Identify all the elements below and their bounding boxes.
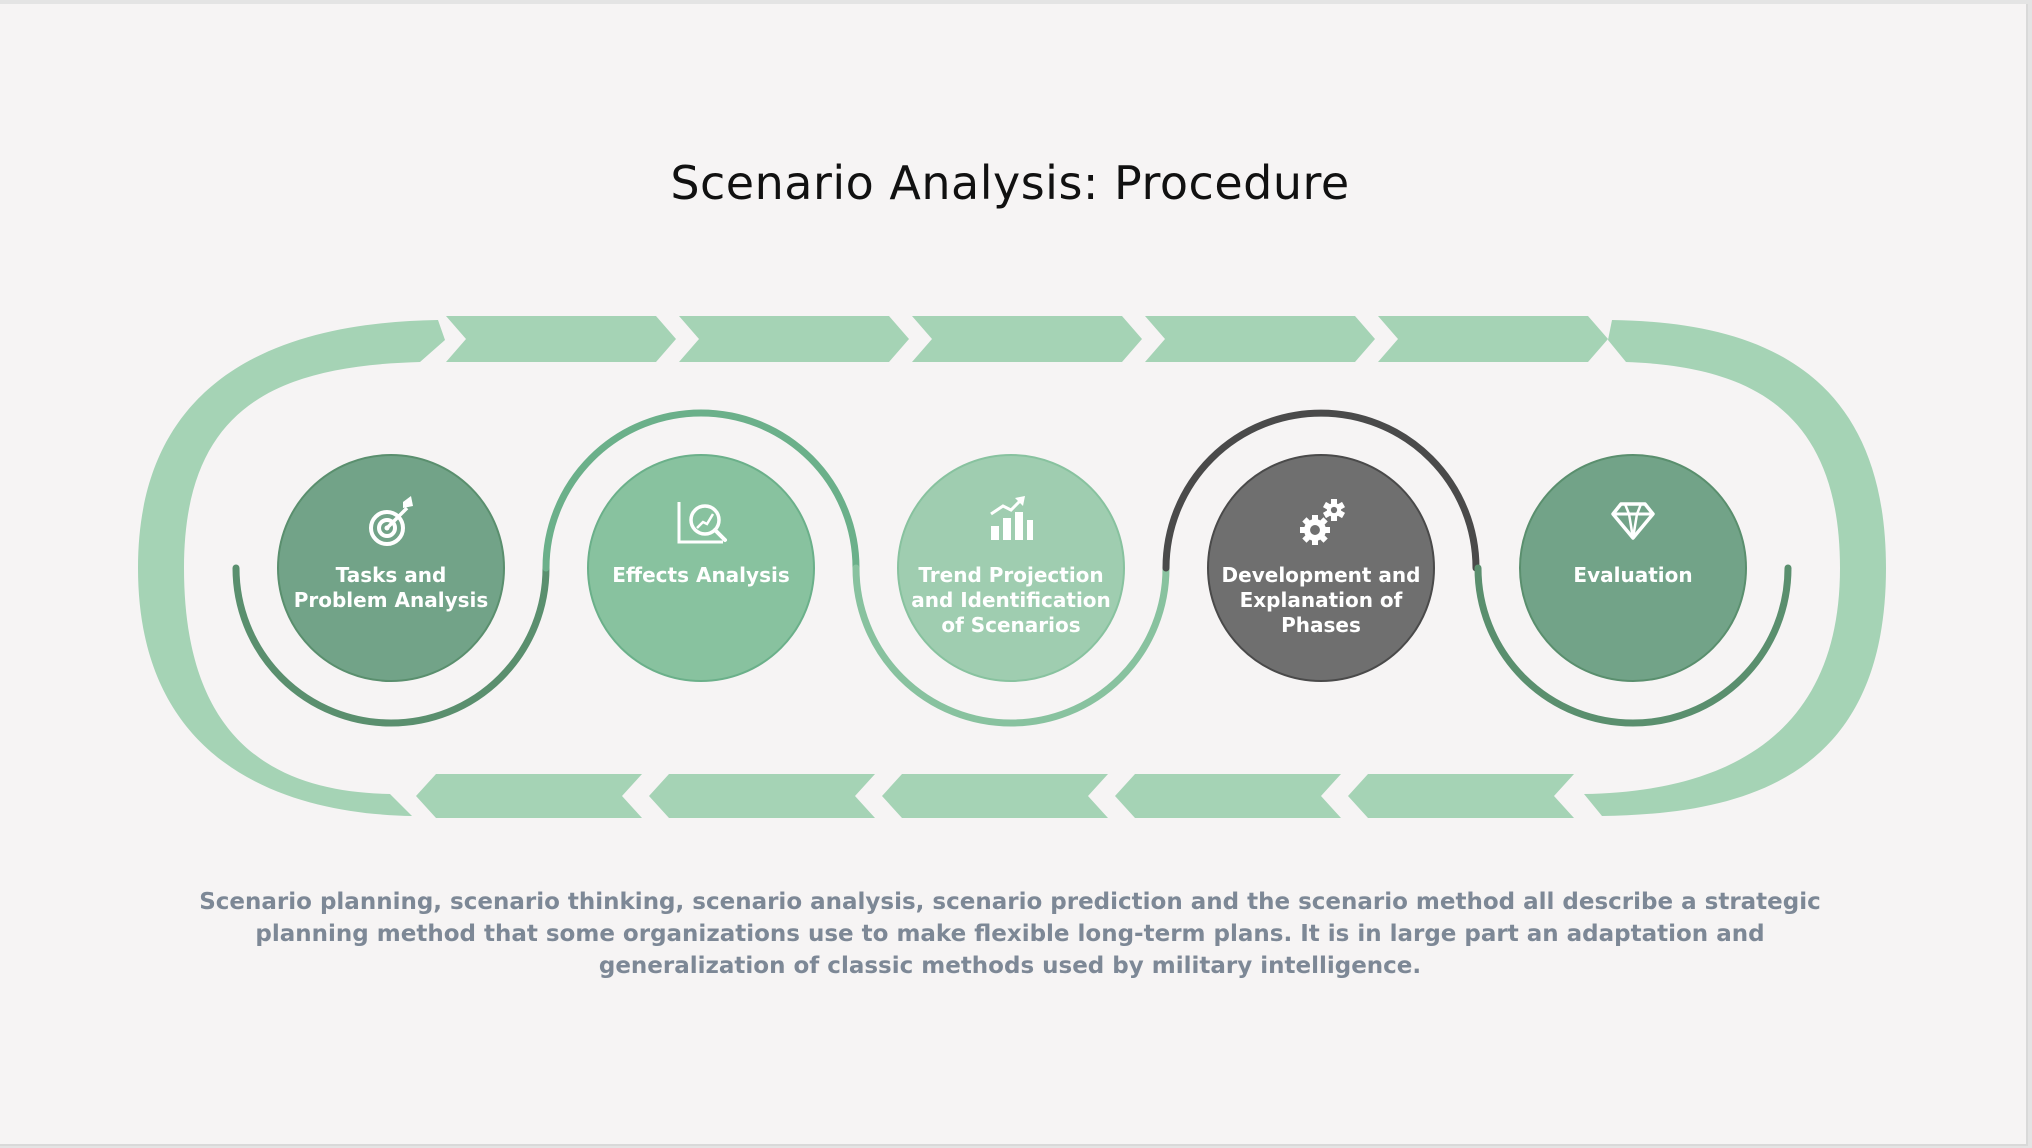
step-3-label-line: of Scenarios — [941, 613, 1080, 637]
step-4-arc — [1162, 409, 1480, 572]
step-2-label-line: Effects Analysis — [612, 563, 789, 587]
step-1-label-line: Tasks and — [336, 563, 447, 587]
step-4-circle — [1207, 454, 1435, 682]
slide-title: Scenario Analysis: Procedure — [670, 156, 1350, 210]
step-5-arc — [1474, 564, 1792, 727]
target-icon — [369, 496, 413, 546]
diamond-icon — [1611, 502, 1655, 540]
top-chevron — [1145, 316, 1375, 362]
step-1-label-line: Problem Analysis — [294, 588, 489, 612]
top-chevron — [912, 316, 1142, 362]
step-3-label-line: and Identification — [911, 588, 1111, 612]
step-2-circle — [587, 454, 815, 682]
step-3-label-line: Trend Projection — [918, 563, 1103, 587]
step-5-circle — [1519, 454, 1747, 682]
step-4-label-line: Explanation of — [1240, 588, 1403, 612]
step-arcs — [232, 409, 1792, 727]
step-5-node: Evaluation — [1519, 454, 1747, 682]
description-text: Scenario planning, scenario thinking, sc… — [199, 889, 1821, 979]
step-3-arc — [852, 564, 1170, 727]
step-2-node: Effects Analysis — [587, 454, 815, 682]
top-chevron — [1378, 316, 1608, 362]
step-3-circle — [897, 454, 1125, 682]
bottom-chevron — [416, 774, 642, 818]
step-1-circle — [277, 454, 505, 682]
step-1-arc — [232, 564, 550, 727]
loop-track — [138, 316, 1886, 818]
bottom-chevron — [1348, 774, 1574, 818]
step-2-arc — [542, 409, 860, 572]
bottom-chevron — [882, 774, 1108, 818]
step-4-label-line: Phases — [1281, 613, 1361, 637]
bottom-chevron — [649, 774, 875, 818]
bar-chart-icon — [990, 496, 1033, 540]
top-chevron — [446, 316, 676, 362]
top-chevron — [679, 316, 909, 362]
step-4-label-line: Development and — [1222, 563, 1421, 587]
step-5-label-line: Evaluation — [1573, 563, 1692, 587]
gears-icon — [1300, 499, 1346, 545]
search-chart-icon — [677, 502, 727, 544]
bottom-chevron — [1115, 774, 1341, 818]
